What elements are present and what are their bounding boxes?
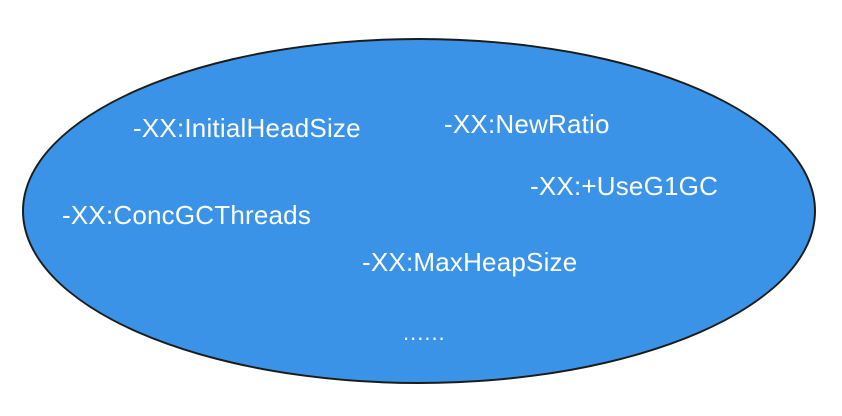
option-use-g1gc: -XX:+UseG1GC	[530, 171, 719, 201]
option-new-ratio: -XX:NewRatio	[444, 109, 610, 139]
option-conc-gc-threads: -XX:ConcGCThreads	[62, 200, 312, 230]
option-max-heap-size: -XX:MaxHeapSize	[362, 247, 578, 277]
more-options-ellipsis: ......	[403, 320, 446, 345]
option-initial-head-size: -XX:InitialHeadSize	[133, 113, 361, 143]
jvm-options-ellipse	[22, 38, 816, 384]
